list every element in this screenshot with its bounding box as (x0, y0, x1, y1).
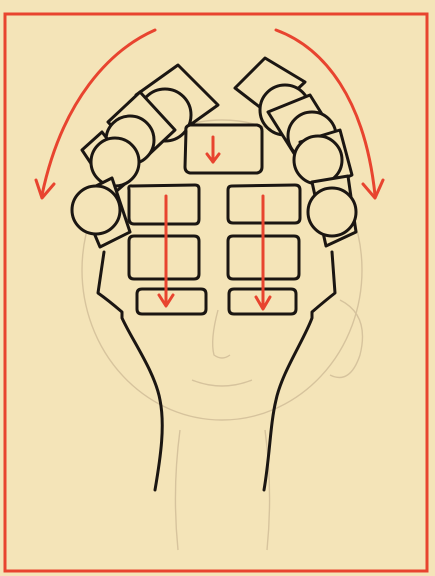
roller-center-top (185, 125, 262, 173)
roller-left-1 (129, 185, 199, 224)
roller-end-lower-right (308, 188, 356, 236)
roller-left-2 (129, 236, 199, 279)
roller-end-lower-left (72, 186, 120, 234)
roller-end-mid-left (91, 138, 139, 186)
roller-left-3 (137, 289, 206, 314)
